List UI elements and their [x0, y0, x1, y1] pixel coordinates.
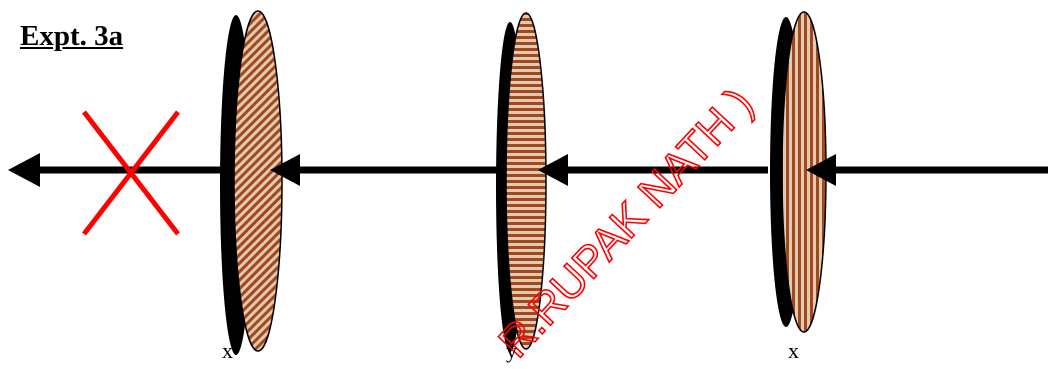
polaroid-x-prime: [220, 11, 282, 355]
polaroid-label-x: x: [788, 338, 799, 364]
filter-face-diagonal: [234, 11, 282, 351]
polaroid-label-x-prime: x’: [222, 338, 240, 364]
experiment-title: Expt. 3a: [20, 20, 123, 53]
arrowhead-exit: [8, 153, 40, 187]
polaroid-label-y: y: [506, 338, 517, 364]
